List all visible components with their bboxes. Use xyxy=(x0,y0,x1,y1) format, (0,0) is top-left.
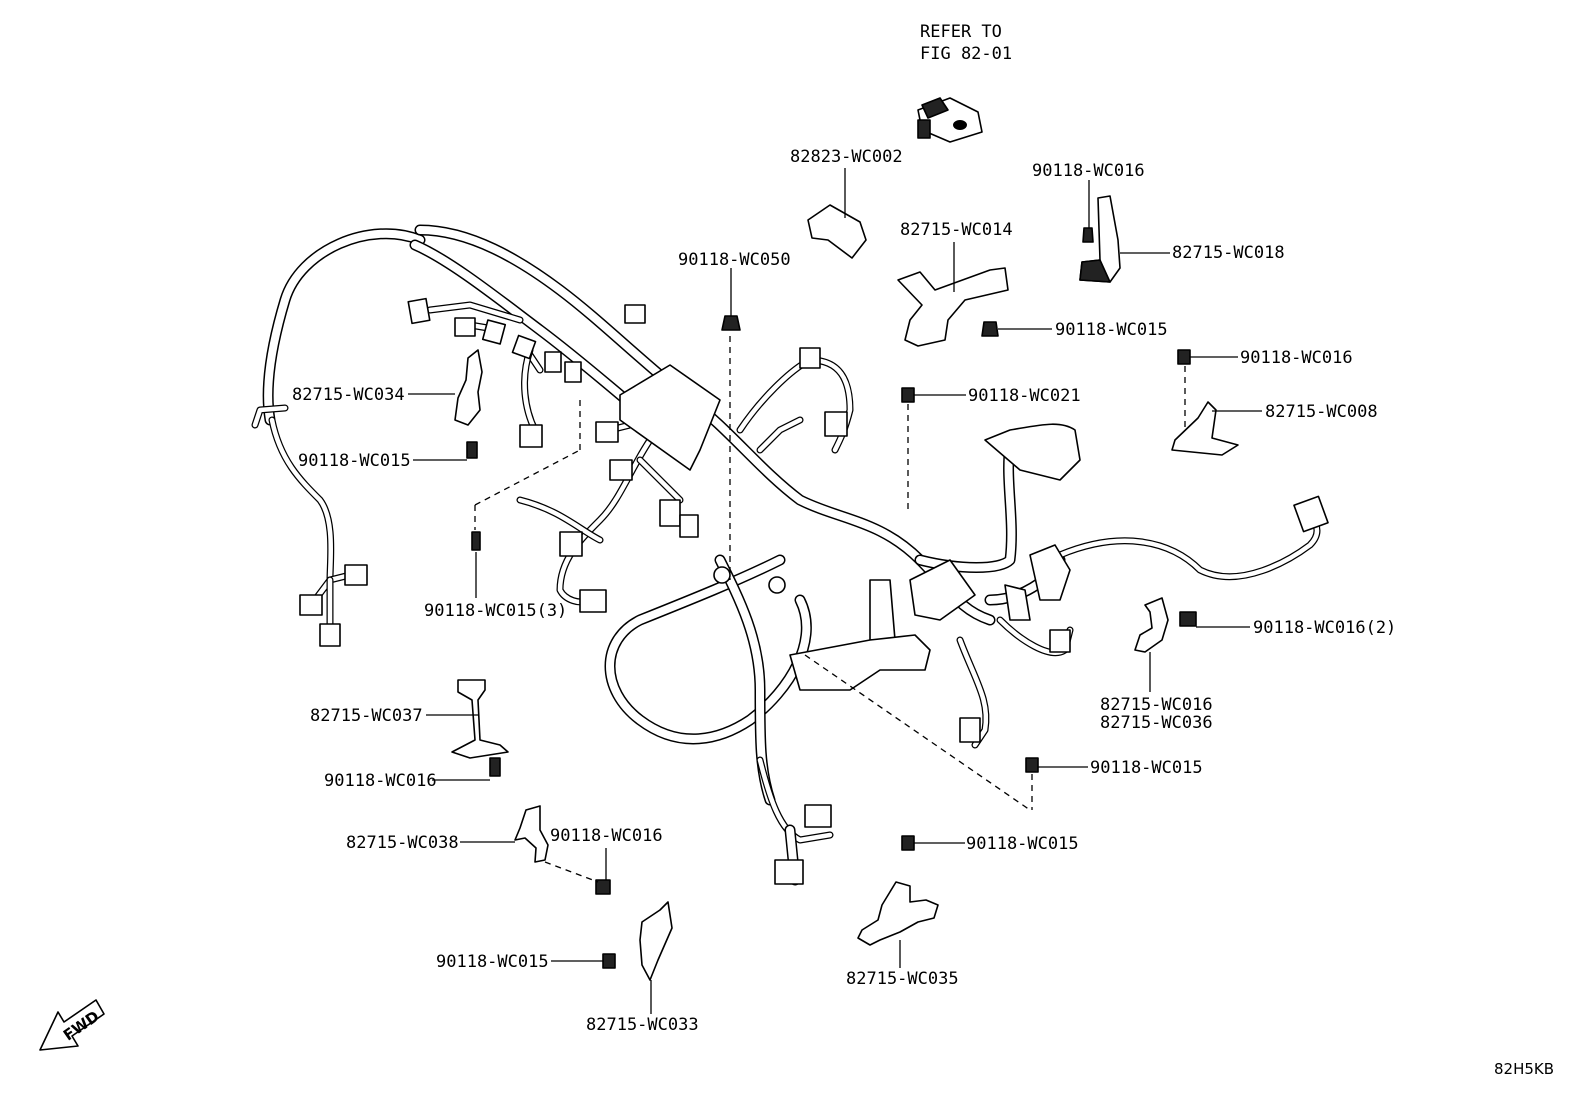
label-90118-wc016-2: 90118-WC016(2) xyxy=(1253,618,1396,638)
label-82715-wc035: 82715-WC035 xyxy=(846,969,959,989)
label-90118-wc021: 90118-WC021 xyxy=(968,386,1081,406)
label-82715-wc018: 82715-WC018 xyxy=(1172,243,1285,263)
label-82823-wc002: 82823-WC002 xyxy=(790,147,903,167)
leader-lines xyxy=(408,168,1262,1014)
bracket-82715-wc018-base xyxy=(1079,259,1111,283)
label-82715-wc037: 82715-WC037 xyxy=(310,706,423,726)
label-90118-wc016-top: 90118-WC016 xyxy=(1032,161,1145,181)
cover-82823-wc002-part xyxy=(807,204,867,259)
refer-note-line1: REFER TO xyxy=(920,22,1002,42)
label-90118-wc016-right: 90118-WC016 xyxy=(1240,348,1353,368)
label-90118-wc016-bottom: 90118-WC016 xyxy=(550,826,663,846)
fwd-arrow: FWD xyxy=(39,999,105,1051)
label-90118-wc015-center: 90118-WC015 xyxy=(966,834,1079,854)
label-82715-wc034: 82715-WC034 xyxy=(292,385,405,405)
label-82715-wc033: 82715-WC033 xyxy=(586,1015,699,1035)
label-82715-wc008: 82715-WC008 xyxy=(1265,402,1378,422)
label-82715-wc014: 82715-WC014 xyxy=(900,220,1013,240)
label-90118-wc015-bottom: 90118-WC015 xyxy=(436,952,549,972)
label-90118-wc015-3: 90118-WC015(3) xyxy=(424,601,567,621)
label-90118-wc050: 90118-WC050 xyxy=(678,250,791,270)
refer-note-line2: FIG 82-01 xyxy=(920,44,1012,64)
part-labels: REFER TO FIG 82-01 82823-WC002 90118-WC0… xyxy=(292,22,1396,1035)
label-82715-wc038: 82715-WC038 xyxy=(346,833,459,853)
clamp-82715-wc016-part xyxy=(1134,597,1169,653)
bolts xyxy=(466,227,1197,969)
bracket-82715-wc035-part xyxy=(857,881,939,946)
label-82715-wc016: 82715-WC016 xyxy=(1100,695,1213,715)
bracket-82715-wc033-part xyxy=(639,901,673,981)
label-90118-wc015-top: 90118-WC015 xyxy=(1055,320,1168,340)
label-82715-wc036: 82715-WC036 xyxy=(1100,713,1213,733)
bracket-82715-wc034-part xyxy=(454,349,483,426)
label-90118-wc015-left: 90118-WC015 xyxy=(298,451,411,471)
bracket-82715-wc014-part xyxy=(897,267,1009,347)
label-90118-wc015-right-low: 90118-WC015 xyxy=(1090,758,1203,778)
bracket-82715-wc008-part xyxy=(1171,401,1239,456)
sensor-part xyxy=(917,97,983,143)
bracket-82715-wc038-part xyxy=(514,805,549,863)
engine-wire-harness xyxy=(251,224,1321,886)
label-90118-wc016-lower: 90118-WC016 xyxy=(324,771,437,791)
alignment-lines xyxy=(474,336,1186,883)
bracket-82715-wc037-part xyxy=(451,679,509,759)
harness-connectors xyxy=(299,297,1329,885)
diagram-code: 82H5KB xyxy=(1494,1060,1554,1078)
